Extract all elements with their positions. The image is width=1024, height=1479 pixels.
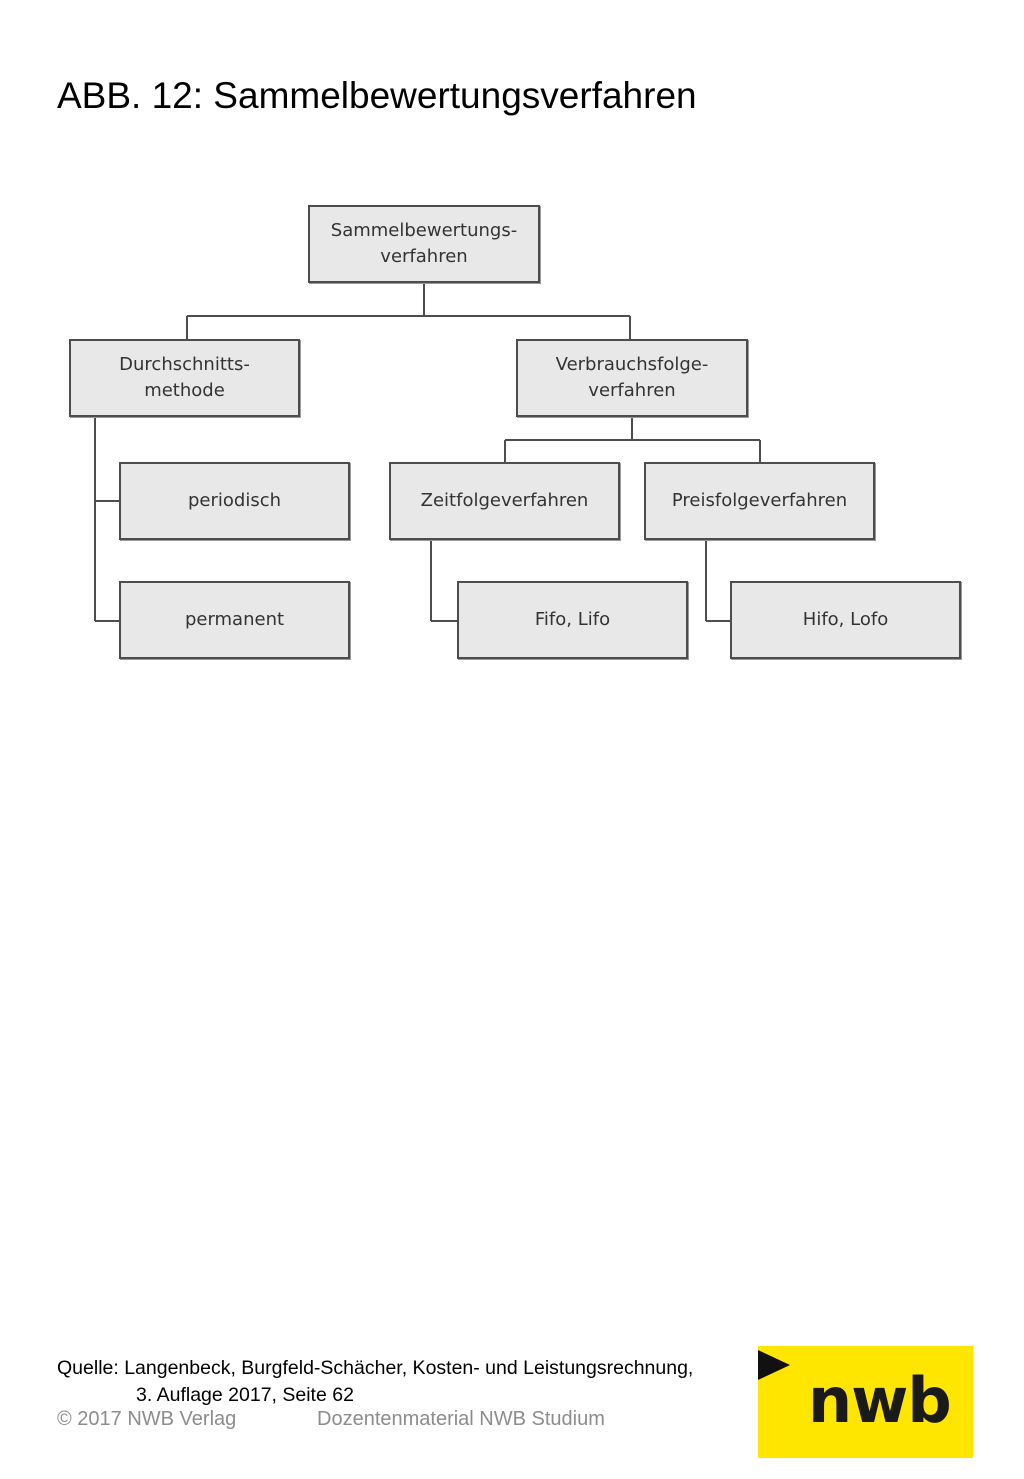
node-label: verfahren xyxy=(380,246,468,267)
node-label: Durchschnitts- xyxy=(119,354,250,375)
node-durchschnittsmethode: Durchschnitts- methode xyxy=(69,339,300,417)
node-preisfolgeverfahren: Preisfolgeverfahren xyxy=(644,462,875,540)
node-label: methode xyxy=(144,380,225,401)
nwb-logo: nwb xyxy=(758,1346,973,1458)
source-line-2: 3. Auflage 2017, Seite 62 xyxy=(136,1384,354,1406)
footer-copyright: © 2017 NWB Verlag xyxy=(57,1408,237,1430)
logo-text: nwb xyxy=(808,1364,952,1437)
play-arrow-icon xyxy=(758,1350,790,1380)
node-fifo-lifo: Fifo, Lifo xyxy=(457,581,688,659)
node-sammelbewertungsverfahren: Sammelbewertungs- verfahren xyxy=(308,205,540,283)
node-verbrauchsfolgeverfahren: Verbrauchsfolge- verfahren xyxy=(516,339,748,417)
source-line-1: Quelle: Langenbeck, Burgfeld-Schächer, K… xyxy=(57,1357,694,1379)
node-label: Fifo, Lifo xyxy=(534,609,611,630)
node-label: Preisfolgeverfahren xyxy=(671,490,848,511)
node-label: periodisch xyxy=(187,490,282,511)
footer-material: Dozentenmaterial NWB Studium xyxy=(317,1408,605,1430)
node-periodisch: periodisch xyxy=(119,462,350,540)
node-label: permanent xyxy=(184,609,285,630)
connector-lines xyxy=(94,282,761,622)
node-label: Zeitfolgeverfahren xyxy=(420,490,589,511)
node-zeitfolgeverfahren: Zeitfolgeverfahren xyxy=(389,462,620,540)
page-title: ABB. 12: Sammelbewertungsverfahren xyxy=(57,75,697,116)
node-label: Verbrauchsfolge- xyxy=(555,354,709,375)
source-citation: Quelle: Langenbeck, Burgfeld-Schächer, K… xyxy=(57,1355,693,1409)
node-permanent: permanent xyxy=(119,581,350,659)
node-label: Hifo, Lofo xyxy=(802,609,889,630)
node-label: verfahren xyxy=(588,380,676,401)
node-hifo-lofo: Hifo, Lofo xyxy=(730,581,961,659)
node-label: Sammelbewertungs- xyxy=(330,220,518,241)
